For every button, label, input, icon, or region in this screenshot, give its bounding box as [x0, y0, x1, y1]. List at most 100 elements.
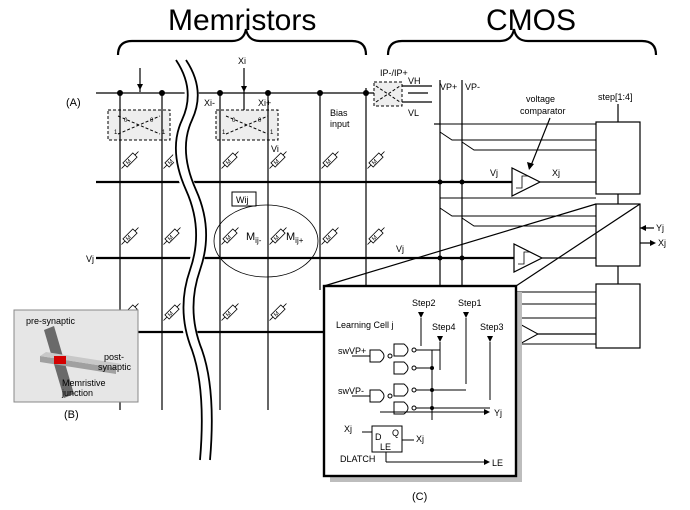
ip-switch-box [373, 81, 403, 107]
memristor-tag: M [273, 311, 281, 319]
memristor-tag: M [125, 235, 133, 243]
memristor: M [221, 151, 239, 169]
memristor-tag: M [371, 235, 379, 243]
svg-text:0: 0 [124, 118, 128, 124]
logic-gates [369, 343, 417, 415]
synapse-pair-ellipse [213, 204, 319, 278]
memristor: M [321, 151, 339, 169]
voltage-comparator-2 [513, 243, 544, 273]
memristor-tag: M [273, 159, 281, 167]
label-step1: Step1 [458, 298, 482, 308]
label-pre-synaptic: pre-synaptic [26, 316, 76, 326]
label-step2: Step2 [412, 298, 436, 308]
memristor: M [221, 303, 239, 321]
svg-text:1: 1 [222, 130, 226, 136]
memristor: M [269, 227, 287, 245]
label-synaptic: synaptic [98, 362, 132, 372]
label-vj-row: Vj [396, 244, 404, 254]
memristor-array: MMMMMMMMMMMMMMMM [121, 151, 385, 321]
label-xj-out: Xj [416, 434, 424, 444]
label-mij-plus: Mij+ [286, 231, 304, 245]
comparator-pointer [529, 117, 551, 169]
memristor: M [121, 151, 139, 169]
inset-b-junction [13, 309, 139, 403]
memristor: M [269, 151, 287, 169]
label-wij: Wij [236, 195, 249, 205]
memristor-tag: M [325, 159, 333, 167]
label-le-box: LE [380, 442, 391, 452]
brace-cmos [386, 28, 658, 56]
svg-text:0: 0 [150, 118, 154, 124]
label-vj-left: Vj [86, 254, 94, 264]
label-step: step[1:4] [598, 92, 633, 102]
label-bias: Bias [330, 108, 348, 118]
label-le: LE [492, 458, 503, 468]
memristor: M [321, 227, 339, 245]
label-d: D [375, 432, 382, 442]
label-step3: Step3 [480, 322, 504, 332]
memristor: M [367, 151, 385, 169]
panel-label-b: (B) [64, 409, 79, 421]
svg-text:1: 1 [162, 130, 166, 136]
wij-box [231, 191, 257, 207]
label-vl: VL [408, 108, 419, 118]
memristor: M [269, 303, 287, 321]
label-xj-right: Xj [658, 238, 666, 248]
inset-c-learning-cell [322, 284, 522, 482]
label-swvp-minus: swVP- [338, 386, 364, 396]
switch-box-center: 0 0 1 1 [215, 109, 279, 141]
label-memristive: Memristive [62, 378, 106, 388]
memristor: M [163, 227, 181, 245]
label-vp-minus: VP- [465, 82, 480, 92]
memristor: M [367, 227, 385, 245]
memristor-tag: M [167, 159, 175, 167]
memristor: M [121, 227, 139, 245]
label-step4: Step4 [432, 322, 456, 332]
label-yj-right: Yj [656, 223, 664, 233]
label-learning-cell: Learning Cell j [336, 320, 394, 330]
memristor-tag: M [125, 159, 133, 167]
svg-text:0: 0 [258, 118, 262, 124]
label-post: post- [104, 352, 124, 362]
memristor-tag: M [225, 159, 233, 167]
memristor-tag: M [225, 311, 233, 319]
label-input: input [330, 119, 350, 129]
panel-label-a: (A) [66, 97, 81, 109]
memristor: M [221, 227, 239, 245]
label-comparator: comparator [520, 106, 566, 116]
memristor-tag: M [167, 311, 175, 319]
switch-box-left: 0 0 1 1 [107, 109, 171, 141]
learning-cell-boxes [595, 121, 641, 349]
brace-memristors [116, 28, 368, 56]
label-ip: IP-/IP+ [380, 68, 408, 78]
label-dlatch: DLATCH [340, 454, 375, 464]
label-yj-inset: Yj [494, 408, 502, 418]
memristor-tag: M [225, 235, 233, 243]
label-junction: junction [61, 388, 93, 398]
label-q: Q [392, 428, 399, 438]
memristor-tag: M [325, 235, 333, 243]
memristor-tag: M [273, 235, 281, 243]
memristor-tag: M [167, 235, 175, 243]
array-break-mark [172, 56, 213, 461]
label-vh: VH [408, 76, 421, 86]
voltage-comparator-1 [511, 167, 542, 197]
label-xj-comparator: Xj [552, 168, 560, 178]
svg-text:1: 1 [270, 130, 274, 136]
svg-text:1: 1 [114, 130, 118, 136]
rail-switches [439, 123, 596, 227]
svg-text:0: 0 [232, 118, 236, 124]
d-latch-box [371, 425, 403, 453]
label-xi-minus: Xi- [204, 98, 215, 108]
zoom-line-top [323, 203, 597, 287]
memristor: M [163, 303, 181, 321]
title-memristors: Memristors [168, 4, 316, 37]
label-mij-minus: Mij- [246, 231, 262, 245]
memristor-tag: M [371, 159, 379, 167]
label-xi: Xi [238, 56, 246, 66]
label-vi: Vi [271, 144, 279, 154]
label-xj-in: Xj [344, 424, 352, 434]
label-swvp-plus: swVP+ [338, 346, 366, 356]
panel-label-c: (C) [412, 491, 427, 503]
